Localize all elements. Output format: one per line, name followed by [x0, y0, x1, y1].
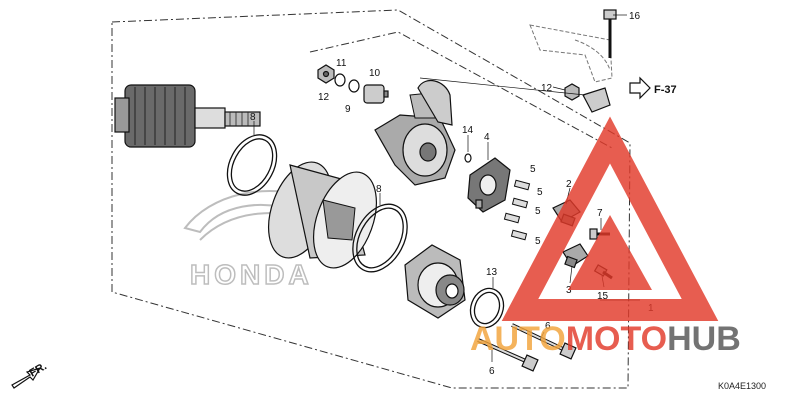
callout-12b: 12: [541, 83, 553, 94]
mounting-bracket: [417, 79, 453, 126]
direction-indicator: FR.: [11, 360, 49, 389]
watermark-moto: MOTO: [566, 320, 667, 358]
callout-12a: 12: [318, 92, 330, 103]
callout-5c: 5: [535, 206, 541, 217]
callout-6b: 6: [489, 366, 495, 377]
engine-bracket: [529, 24, 613, 83]
bolt-6-lower: [477, 338, 539, 372]
reference-label: F-37: [654, 84, 677, 96]
nut-12: [317, 64, 335, 84]
callout-6a: 6: [545, 321, 551, 332]
springs-5: [503, 179, 531, 241]
yoke: [268, 161, 377, 269]
callout-15: 15: [597, 291, 609, 302]
o-ring-13: [469, 287, 505, 329]
assembly-boundary: [111, 9, 631, 389]
automotohub-watermark: AUTOMOTOHUB: [470, 116, 741, 358]
callout-2: 2: [566, 179, 572, 190]
brush-holder-4: [467, 157, 511, 213]
callout-14: 14: [462, 125, 474, 136]
rear-cover: [374, 91, 456, 186]
direction-label: FR.: [28, 360, 49, 379]
diagram-code: K0A4E1300: [718, 381, 766, 391]
bolt-6-upper: [511, 323, 577, 360]
nut-12-right: [564, 83, 580, 101]
callout-3: 3: [566, 285, 572, 296]
callout-8b: 8: [376, 184, 382, 195]
watermark-text: AUTOMOTOHUB: [470, 320, 741, 358]
washer-9: [348, 79, 360, 93]
reference-arrow: F-37: [629, 76, 677, 100]
brush-3: [562, 243, 589, 269]
o-ring-8-right: [352, 203, 408, 273]
callout-5a: 5: [530, 164, 536, 175]
terminal-insulator-10: [363, 84, 389, 104]
armature: [114, 84, 261, 148]
watermark-triangle-logo: [501, 116, 719, 321]
callout-7: 7: [597, 208, 603, 219]
o-ring-8-left: [226, 134, 278, 196]
watermark-auto: AUTO: [470, 320, 566, 358]
callout-8a: 8: [250, 112, 256, 123]
bracket-arm: [582, 87, 611, 113]
honda-wordmark: HONDA: [190, 259, 313, 290]
callout-5b: 5: [537, 187, 543, 198]
bolt-16: [603, 9, 617, 58]
watermark-hub: HUB: [667, 320, 741, 358]
callout-10: 10: [369, 68, 381, 79]
washer-11: [334, 73, 346, 87]
callout-5d: 5: [535, 236, 541, 247]
callout-9: 9: [345, 104, 351, 115]
callout-11: 11: [336, 58, 347, 69]
callout-4: 4: [484, 132, 490, 143]
front-cover: [404, 244, 466, 319]
callout-13: 13: [486, 267, 498, 278]
o-ring-14: [464, 153, 472, 163]
callout-16: 16: [629, 11, 641, 22]
